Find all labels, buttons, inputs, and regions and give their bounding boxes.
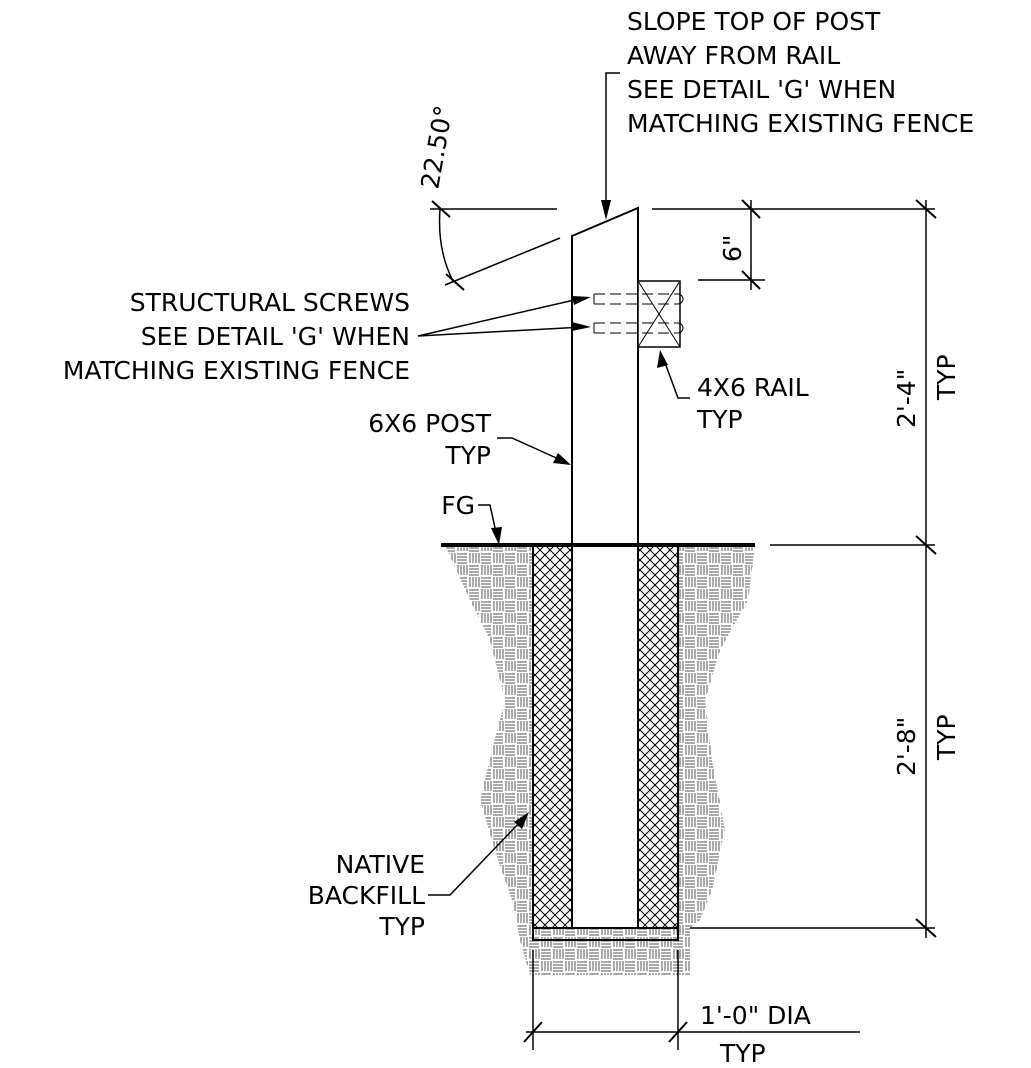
six-inch-tick-bottom — [741, 270, 761, 290]
backfill-label-3: TYP — [378, 912, 425, 941]
dia-tick-right — [668, 1021, 688, 1043]
rail-arrow — [657, 350, 668, 368]
screw-leader-1 — [417, 297, 584, 337]
slope-note-line-1: SLOPE TOP OF POST — [627, 7, 881, 36]
screw-leader-2 — [417, 326, 584, 337]
post-leader — [497, 437, 564, 462]
dia-tick-left — [523, 1021, 543, 1043]
post-label-1: 6X6 POST — [368, 409, 492, 438]
backfill-label-2: BACKFILL — [308, 881, 425, 910]
screws-note: STRUCTURAL SCREWS SEE DETAIL 'G' WHEN MA… — [63, 288, 410, 385]
angle-arc — [438, 208, 454, 282]
backfill-arrow — [514, 812, 529, 829]
slope-note-arrow — [601, 200, 611, 220]
fg-label: FG — [441, 491, 475, 520]
screws-note-line-1: STRUCTURAL SCREWS — [130, 288, 410, 317]
diameter-label: 1'-0" DIA — [700, 1001, 811, 1030]
structural-screws — [593, 293, 684, 334]
diameter-typ: TYP — [719, 1039, 766, 1068]
six-inch-tick-top — [741, 199, 761, 219]
angle-label: 22.50° — [415, 103, 458, 191]
screw-arrow-1 — [572, 296, 591, 305]
slope-note-line-4: MATCHING EXISTING FENCE — [627, 109, 974, 138]
fg-leader — [478, 504, 498, 538]
slope-note-leader — [605, 72, 620, 210]
rail-leader — [663, 359, 690, 399]
rail-x-2 — [637, 280, 681, 348]
six-inch-label: 6" — [718, 235, 747, 262]
dim-tick-mid — [915, 535, 937, 555]
slope-note-line-2: AWAY FROM RAIL — [627, 41, 840, 70]
rail-label-1: 4X6 RAIL — [697, 373, 809, 402]
upper-height-typ: TYP — [932, 354, 961, 401]
screws-note-line-2: SEE DETAIL 'G' WHEN — [141, 322, 410, 351]
angle-tick-top — [431, 200, 451, 218]
slope-note: SLOPE TOP OF POST AWAY FROM RAIL SEE DET… — [627, 7, 974, 138]
dim-tick-top — [915, 199, 937, 219]
slope-note-line-3: SEE DETAIL 'G' WHEN — [627, 75, 896, 104]
post-6x6 — [571, 206, 639, 929]
angle-tick-bottom — [445, 273, 465, 291]
left-crosshatch-fill — [532, 544, 573, 929]
lower-depth-label: 2'-8" — [892, 717, 921, 776]
right-crosshatch-fill — [637, 544, 679, 929]
backfill-label-1: NATIVE — [336, 850, 425, 879]
backfill-leader — [428, 819, 523, 896]
post-arrow — [553, 453, 571, 465]
rail-label-2: TYP — [696, 405, 743, 434]
upper-height-label: 2'-4" — [892, 369, 921, 428]
angle-slope-line — [444, 237, 561, 286]
screw-arrow-2 — [572, 322, 591, 331]
post-label-2: TYP — [444, 441, 491, 470]
screws-note-line-3: MATCHING EXISTING FENCE — [63, 356, 410, 385]
fg-arrow — [491, 527, 502, 545]
hole-bottom — [532, 928, 679, 941]
lower-depth-typ: TYP — [932, 714, 961, 761]
